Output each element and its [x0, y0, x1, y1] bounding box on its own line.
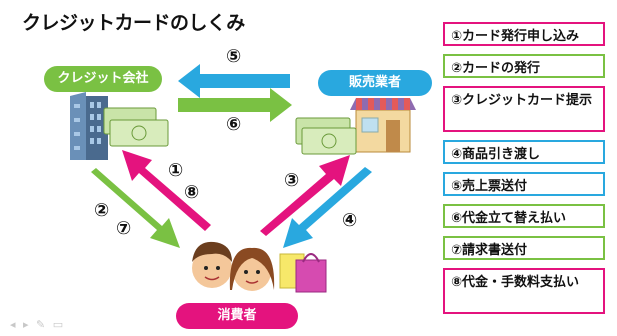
arrow-label-1: ① — [168, 160, 184, 181]
arrow-step-2-7 — [91, 168, 180, 248]
shopping-bag-icon — [279, 253, 327, 293]
arrow-label-3: ③ — [284, 170, 300, 191]
company-label: クレジット会社 — [44, 66, 162, 92]
arrow-label-7: ⑦ — [116, 218, 132, 239]
slide-toolbar-icon[interactable]: ◂ ▸ ✎ ▭ — [10, 318, 66, 331]
arrow-step-5 — [178, 64, 290, 98]
money-stack-icon — [295, 117, 357, 155]
arrow-step-3 — [260, 155, 350, 236]
step-item: ④商品引き渡し — [443, 140, 605, 164]
arrow-label-2: ② — [94, 200, 110, 221]
consumer-couple-icon — [192, 241, 275, 291]
consumer-label: 消費者 — [176, 303, 298, 329]
step-item: ⑦請求書送付 — [443, 236, 605, 260]
step-item: ①カード発行申し込み — [443, 22, 605, 46]
money-stack-icon — [103, 107, 169, 147]
step-item: ②カードの発行 — [443, 54, 605, 78]
building-icon — [70, 92, 108, 160]
arrow-step-1-8 — [122, 150, 211, 231]
step-item: ⑤売上票送付 — [443, 172, 605, 196]
seller-label: 販売業者 — [318, 70, 432, 96]
arrow-step-6 — [178, 88, 292, 122]
shop-icon — [350, 98, 416, 153]
arrow-label-5: ⑤ — [226, 46, 242, 67]
arrow-label-4: ④ — [342, 210, 358, 231]
slide-title: クレジットカードのしくみ — [22, 12, 245, 34]
step-item: ⑥代金立て替え払い — [443, 204, 605, 228]
arrow-step-4 — [283, 167, 372, 248]
step-item: ⑧代金・手数料支払い — [443, 268, 605, 314]
arrow-label-8: ⑧ — [184, 182, 200, 203]
arrow-label-6: ⑥ — [226, 114, 242, 135]
step-item: ③クレジットカード提示 — [443, 86, 605, 132]
